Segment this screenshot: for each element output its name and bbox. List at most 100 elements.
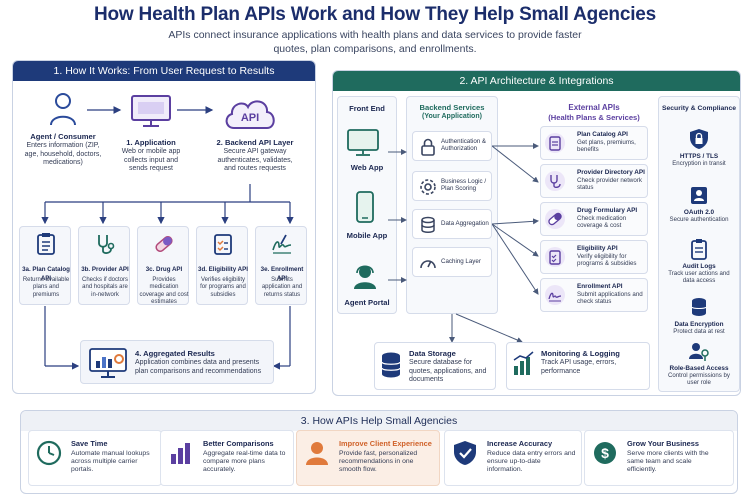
security-item-label: Role-Based Access: [669, 365, 729, 372]
backend-item-label: Authentication & Authorization: [441, 138, 487, 153]
backend-auth-card: Authentication & Authorization: [412, 131, 492, 161]
benefit-desc: Reduce data entry errors and ensure up-t…: [487, 450, 576, 474]
backend-services-label: Backend Services: [419, 103, 485, 112]
benefit-label: Increase Accuracy: [487, 439, 553, 448]
user-icon: [50, 93, 76, 126]
checklist-icon: [545, 247, 565, 267]
benefit-desc: Serve more clients with the same team an…: [627, 450, 709, 474]
ext-drug-formulary-api: Drug Formulary API Check medication cove…: [540, 202, 648, 236]
phone-icon: [356, 191, 374, 223]
benefit-grow-business: $ Grow Your Business Serve more clients …: [584, 430, 734, 486]
clipboard-icon: [691, 239, 707, 260]
section-1-heading: 1. How It Works: From User Request to Re…: [13, 61, 315, 81]
security-label: Security & Compliance: [661, 105, 737, 112]
api-card-label: 3e. Enrollment API: [260, 266, 304, 282]
backend-aggregation-card: Data Aggregation: [412, 209, 492, 239]
security-item-label: OAuth 2.0: [683, 209, 715, 216]
data-storage-desc: Secure database for quotes, applications…: [409, 359, 487, 383]
security-item-label: Data Encryption: [674, 321, 724, 328]
checklist-icon: [214, 234, 232, 255]
external-apis-label: External APIs: [568, 103, 620, 112]
results-desc: Application combines data and presents p…: [135, 359, 262, 375]
backend-label: 2. Backend API Layer: [216, 138, 294, 147]
clock-icon: [36, 440, 62, 466]
api-card-desc: Submits application and returns status: [261, 277, 303, 298]
stethoscope-icon: [98, 235, 115, 254]
security-item-desc: Control permissions by user role: [668, 372, 730, 387]
flow-connectors: [41, 106, 294, 370]
shield-check-icon: [454, 441, 476, 465]
benefit-client-experience: Improve Client Experience Provide fast, …: [296, 430, 440, 486]
gear-icon: [420, 179, 436, 195]
provider-api-card: 3b. Provider API Checks if doctors and h…: [78, 226, 130, 305]
ext-api-label: Plan Catalog API: [577, 131, 628, 138]
security-item-desc: Encryption in transit: [672, 160, 726, 167]
section-3-heading: 3. How APIs Help Small Agencies: [21, 411, 737, 431]
ext-api-label: Provider Directory API: [577, 169, 645, 176]
api-badge: API: [240, 112, 260, 124]
plan-catalog-api-card: 3a. Plan Catalog API Returns available p…: [19, 226, 71, 305]
chart-icon: [513, 351, 534, 375]
monitoring-label: Monitoring & Logging: [541, 349, 620, 358]
data-storage-box: Data Storage Secure database for quotes,…: [374, 342, 496, 390]
money-growth-icon: $: [594, 442, 616, 464]
ext-plan-catalog-api: Plan Catalog API Get plans, premiums, be…: [540, 126, 648, 160]
eligibility-api-card: 3d. Eligibility API Verifies eligibility…: [196, 226, 248, 305]
benefit-label: Save Time: [71, 439, 108, 448]
frontend-item-mobile: Mobile App: [346, 231, 388, 240]
signature-icon: [272, 234, 292, 254]
application-label: 1. Application: [126, 138, 176, 147]
ext-api-label: Drug Formulary API: [577, 207, 638, 214]
api-card-label: 3b. Provider API: [81, 266, 129, 273]
enrollment-api-card: 3e. Enrollment API Submits application a…: [255, 226, 307, 305]
benefit-better-comparisons: Better Comparisons Aggregate real-time d…: [160, 430, 294, 486]
pill-icon: [545, 209, 565, 229]
shield-lock-icon: [690, 129, 708, 149]
gauge-icon: [420, 260, 436, 269]
bar-chart-icon: [171, 443, 190, 464]
api-card-desc: Checks if doctors and hospitals are in-n…: [81, 277, 129, 298]
badge-user-icon: [691, 187, 707, 204]
benefit-label: Better Comparisons: [203, 439, 274, 448]
external-apis-sublabel: (Health Plans & Services): [548, 113, 640, 122]
ext-api-desc: Check medication coverage & cost: [577, 215, 627, 230]
api-card-label: 3d. Eligibility API: [198, 266, 248, 273]
agent-desc: Enters information (ZIP, age, household,…: [24, 142, 102, 166]
signature-icon: [545, 285, 565, 305]
ext-api-desc: Check provider network status: [577, 177, 642, 192]
ext-api-label: Enrollment API: [577, 283, 623, 290]
pill-icon: [155, 236, 173, 252]
benefit-label: Improve Client Experience: [339, 439, 432, 448]
ext-eligibility-api: Eligibility API Verify eligibility for p…: [540, 240, 648, 274]
agent-label: Agent / Consumer: [30, 132, 96, 141]
frontend-label: Front End: [349, 104, 385, 113]
backend-logic-card: Business Logic / Plan Scoring: [412, 171, 492, 201]
stethoscope-icon: [545, 171, 565, 191]
application-desc: Web or mobile app collects input and sen…: [121, 148, 181, 172]
drug-api-card: 3c. Drug API Provides medication coverag…: [137, 226, 189, 305]
monitor-icon: [347, 129, 379, 156]
security-item-desc: Protect data at rest: [673, 328, 725, 335]
backend-caching-card: Caching Layer: [412, 247, 492, 277]
api-card-label: 3c. Drug API: [145, 266, 183, 273]
api-card-desc: Provides medication coverage and cost es…: [139, 277, 189, 305]
user-icon: [306, 442, 328, 465]
lock-icon: [421, 138, 435, 156]
frontend-item-agent-portal: Agent Portal: [344, 298, 390, 307]
page-title: How Health Plan APIs Work and How They H…: [93, 4, 657, 25]
data-storage-label: Data Storage: [409, 349, 456, 358]
clipboard-icon: [545, 133, 565, 153]
benefit-desc: Aggregate real-time data to compare more…: [203, 450, 286, 474]
ext-api-label: Eligibility API: [577, 245, 618, 252]
database-icon: [691, 298, 707, 316]
benefit-desc: Automate manual lookups across multiple …: [71, 450, 150, 474]
ext-enrollment-api: Enrollment API Submit applications and c…: [540, 278, 648, 312]
backend-item-label: Data Aggregation: [441, 220, 489, 227]
monitor-icon: [131, 95, 171, 127]
benefit-label: Grow Your Business: [627, 439, 700, 448]
frontend-item-web: Web App: [350, 163, 384, 172]
cloud-api-icon: [225, 100, 275, 129]
page-subtitle: APIs connect insurance applications with…: [168, 29, 582, 55]
section-2-heading: 2. API Architecture & Integrations: [333, 71, 740, 91]
monitoring-box: Monitoring & Logging Track API usage, er…: [506, 342, 650, 390]
